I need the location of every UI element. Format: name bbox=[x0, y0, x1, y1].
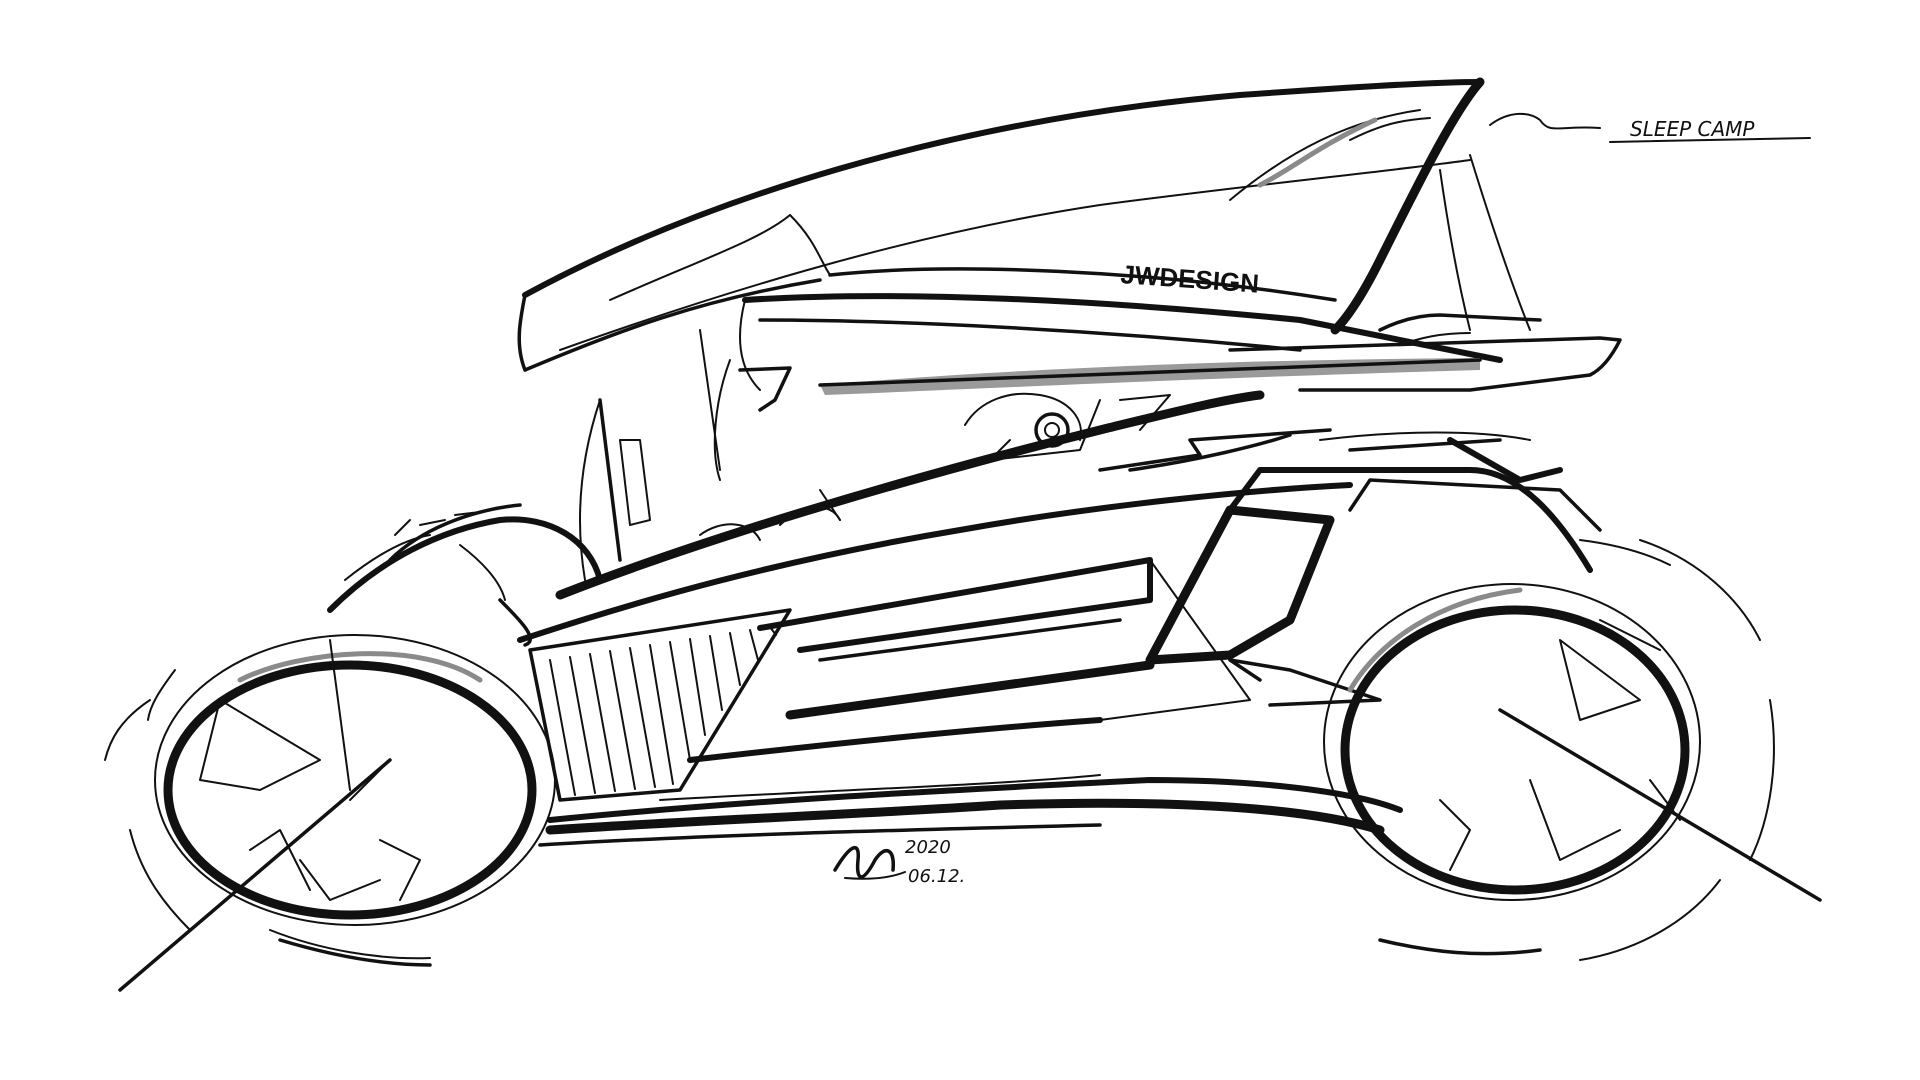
tag-label-group: SLEEP CAMP bbox=[1489, 112, 1811, 143]
front-nose bbox=[327, 503, 603, 647]
tag-label: SLEEP CAMP bbox=[1630, 117, 1755, 141]
body-side bbox=[517, 390, 1403, 823]
roof-canopy bbox=[517, 77, 1485, 372]
hatched-panel bbox=[549, 626, 777, 796]
windshield bbox=[713, 293, 1503, 481]
rear-wheel bbox=[1323, 539, 1822, 961]
signature-date: 06.12. bbox=[908, 866, 965, 887]
underbody bbox=[538, 798, 1385, 847]
front-wheel bbox=[104, 634, 556, 992]
rear-wing bbox=[1228, 154, 1622, 392]
brand-label: JWDESIGN bbox=[1120, 259, 1260, 299]
signature: 2020 06.12. bbox=[833, 837, 965, 887]
signature-year: 2020 bbox=[905, 837, 951, 858]
rear-body bbox=[1098, 428, 1602, 707]
